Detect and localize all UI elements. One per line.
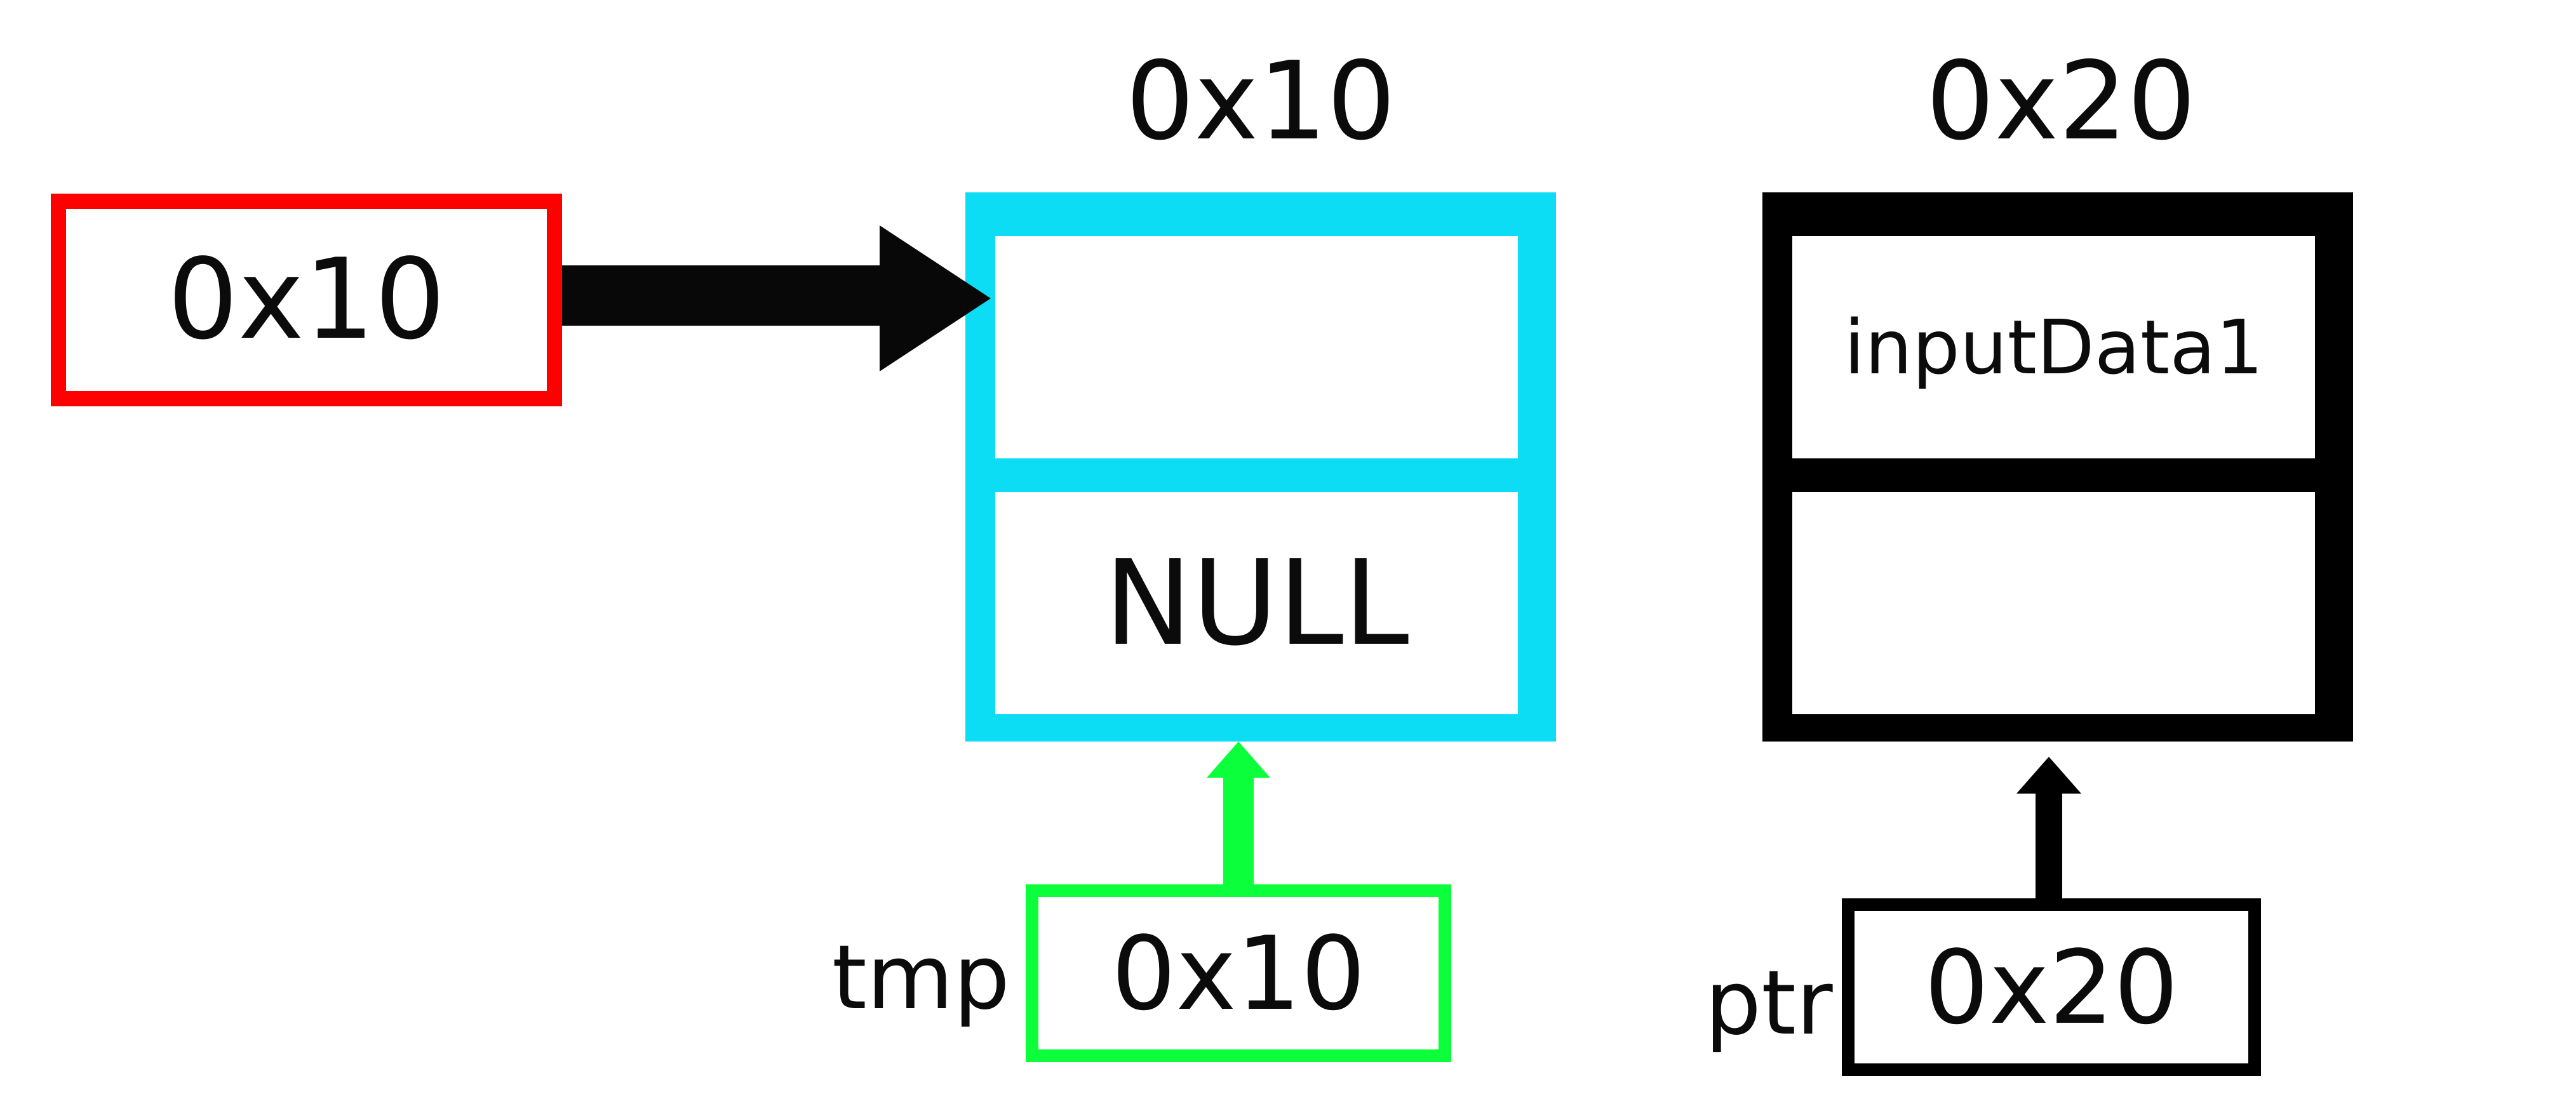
ptr-to-node-2-arrow [2016, 757, 2081, 900]
ptr-pointer-box [1842, 898, 2261, 1076]
tmp-to-node-1-arrow [1207, 742, 1270, 886]
head-pointer-value: 0x10 [167, 236, 446, 364]
ptr-pointer-label: ptr [1705, 951, 1833, 1055]
node-2-data-cell [1792, 236, 2315, 458]
node-1-next-value: NULL [1104, 535, 1409, 672]
head-pointer-box [51, 194, 562, 406]
node-1-address: 0x10 [1125, 39, 1396, 164]
node-2-data-value: inputData1 [1844, 303, 2264, 391]
node-2-address: 0x20 [1926, 39, 2196, 164]
node-1-next-cell [995, 492, 1518, 714]
tmp-pointer-box [1026, 884, 1451, 1062]
tmp-pointer-label: tmp [831, 926, 1010, 1030]
head-to-node-1-arrow [562, 225, 991, 371]
ptr-pointer-value: 0x20 [1924, 928, 2179, 1047]
node-1-data-cell [995, 236, 1518, 458]
tmp-pointer-value: 0x10 [1111, 914, 1366, 1033]
node-2-next-cell [1792, 492, 2315, 714]
